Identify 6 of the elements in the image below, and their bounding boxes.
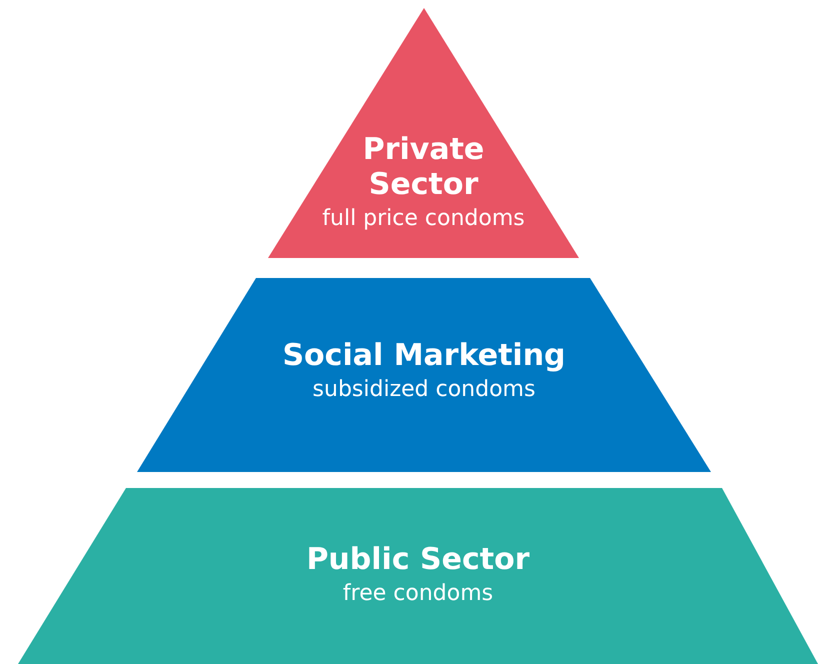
tier-heading: Social Marketing <box>281 338 567 373</box>
tier-description: full price condoms <box>322 206 525 232</box>
tier-heading: Private Sector <box>362 132 486 202</box>
tier-heading: Public Sector <box>305 542 531 577</box>
tier-description: subsidized condoms <box>312 377 536 403</box>
tier-description: free condoms <box>342 581 494 607</box>
